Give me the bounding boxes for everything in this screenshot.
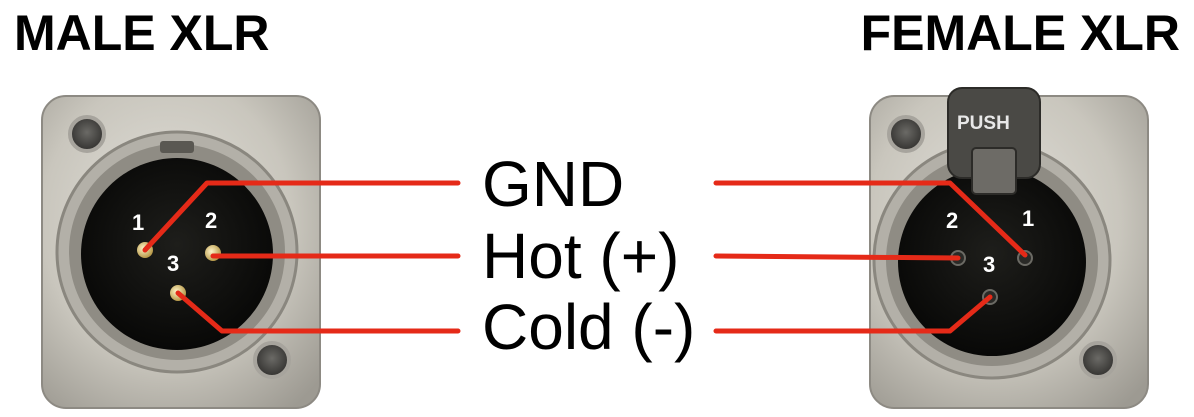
push-latch-tab	[971, 147, 1017, 195]
gnd-label: GND	[482, 148, 625, 220]
male-xlr-connector: 1 2 3	[41, 95, 321, 409]
wire-female-hot	[713, 253, 961, 261]
female-xlr-title: FEMALE XLR	[860, 5, 1180, 61]
female-pin-1-label: 1	[1022, 206, 1034, 231]
male-key-notch	[160, 141, 194, 153]
hot-label: Hot (+)	[482, 220, 680, 292]
wire-male-cold	[175, 290, 461, 334]
female-screw-hole-top	[887, 115, 925, 153]
male-connector-face	[81, 158, 273, 350]
male-pin-3-label: 3	[167, 251, 179, 276]
cold-label: Cold (-)	[482, 291, 696, 363]
wire-male-gnd	[142, 180, 461, 253]
male-screw-hole-top	[68, 115, 106, 153]
female-screw-hole-bottom	[1079, 341, 1117, 379]
wire-female-cold	[713, 294, 993, 334]
push-latch-label: PUSH	[957, 113, 1010, 134]
wires	[142, 180, 1028, 334]
female-xlr-connector: PUSH 2 1 3	[869, 87, 1149, 409]
female-connector-face	[898, 168, 1086, 356]
push-latch: PUSH	[947, 87, 1041, 195]
male-pin-2-label: 2	[205, 208, 217, 233]
male-xlr-title: MALE XLR	[14, 5, 270, 61]
wire-female-gnd	[713, 180, 1028, 258]
male-pin-1-label: 1	[132, 210, 144, 235]
male-pin-2	[205, 245, 221, 261]
female-pin-3-label: 3	[983, 252, 995, 277]
male-screw-hole-bottom	[253, 341, 291, 379]
female-pin-2-label: 2	[946, 208, 958, 233]
